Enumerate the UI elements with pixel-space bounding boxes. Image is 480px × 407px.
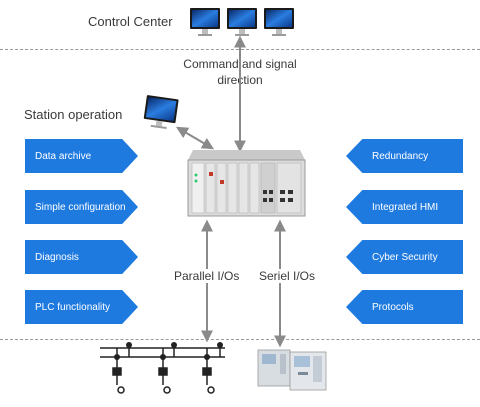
protection-relay-icon — [257, 349, 327, 391]
control-center-label: Control Center — [88, 14, 173, 29]
feature-simple-configuration: Simple configuration — [25, 190, 138, 224]
feature-data-archive: Data archive — [25, 139, 138, 173]
feature-diagnosis: Diagnosis — [25, 240, 138, 274]
feature-plc-functionality: PLC functionality — [25, 290, 138, 324]
serial-io-label: Seriel I/Os — [257, 269, 318, 283]
switchgear-icon — [100, 345, 225, 394]
feature-cyber-security: Cyber Security — [346, 240, 463, 274]
feature-protocols: Protocols — [346, 290, 463, 324]
field-level-divider — [0, 339, 480, 340]
monitor-icon — [264, 8, 294, 36]
monitor-icon — [143, 95, 179, 130]
rtu-device-icon — [187, 150, 306, 217]
monitor-icon — [190, 8, 220, 36]
station-operation-label: Station operation — [24, 107, 123, 122]
station-monitor-arrow — [175, 126, 215, 150]
switchgear-nodes — [114, 342, 223, 360]
parallel-io-label: Parallel I/Os — [172, 269, 242, 283]
monitor-icon — [227, 8, 257, 36]
feature-integrated-hmi: Integrated HMI — [346, 190, 463, 224]
feature-redundancy: Redundancy — [346, 139, 463, 173]
